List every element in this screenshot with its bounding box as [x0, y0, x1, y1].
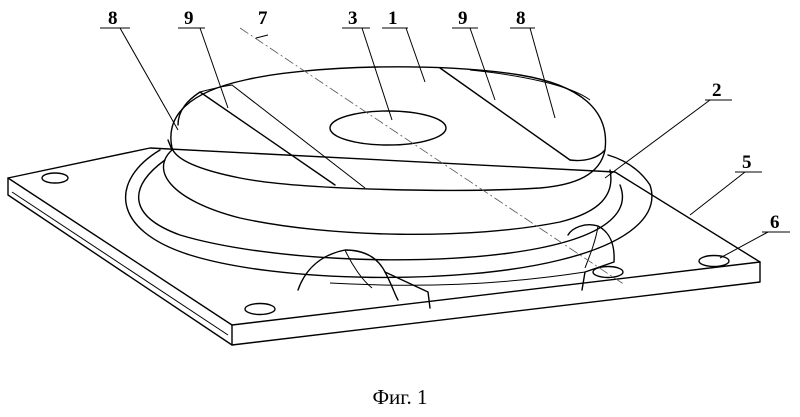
top-dome: [170, 66, 607, 191]
label-7: 7: [258, 8, 268, 29]
label-9-left: 9: [184, 8, 194, 29]
figure-caption: Фиг. 1: [372, 385, 427, 409]
label-6: 6: [770, 212, 780, 233]
label-5: 5: [742, 152, 752, 173]
axis-line: [239, 27, 626, 286]
label-1: 1: [388, 8, 398, 29]
body-base: [162, 139, 612, 236]
label-3: 3: [348, 8, 358, 29]
mounting-holes: [41, 172, 730, 316]
base-plate: [7, 147, 761, 346]
label-2: 2: [712, 80, 722, 101]
label-9-right: 9: [458, 8, 468, 29]
central-hole: [329, 110, 447, 146]
label-8-left: 8: [108, 8, 118, 29]
label-8-right: 8: [516, 8, 526, 29]
leader-lines: [100, 27, 790, 259]
stiffening-ribs: [297, 224, 615, 309]
